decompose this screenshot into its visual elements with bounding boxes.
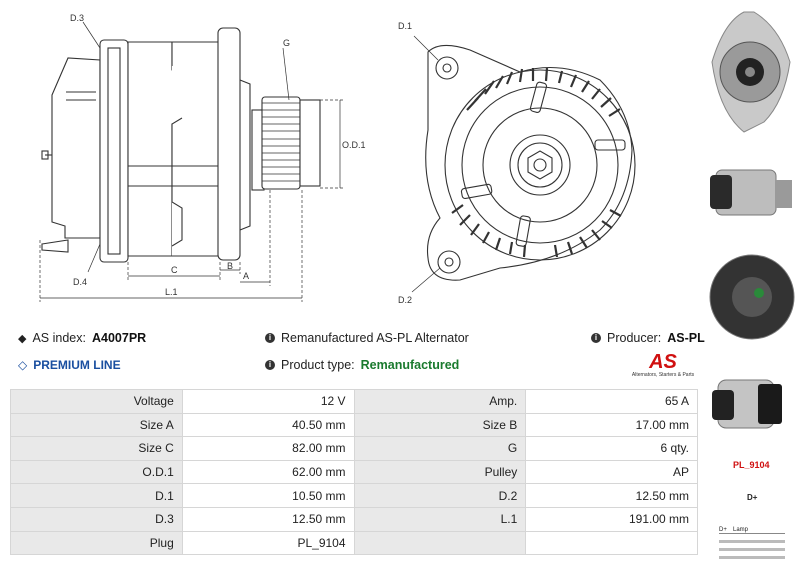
- as-pl-logo: AS Alternators, Starters & Parts: [628, 352, 698, 382]
- tag-icon: ◆: [18, 332, 27, 345]
- spec-value: 40.50 mm: [181, 412, 355, 438]
- front-view-drawing: [411, 35, 636, 293]
- spec-label: Amp.: [353, 389, 527, 414]
- plug-pin-lamp: Lamp: [733, 527, 749, 533]
- dimension-lines: [39, 21, 345, 302]
- spec-value: 12 V: [181, 389, 355, 414]
- spec-value: 6 qty.: [525, 436, 698, 461]
- info-icon: i: [265, 333, 275, 343]
- spec-label: Voltage: [10, 389, 183, 414]
- label-d4: D.4: [73, 277, 87, 287]
- logo-text: AS: [649, 351, 677, 373]
- spec-label: Plug: [10, 530, 183, 556]
- thumbnail-side-photo[interactable]: [704, 140, 800, 230]
- premium-line-row: ◇ PREMIUM LINE: [18, 358, 121, 372]
- spec-value: 65 A: [525, 389, 698, 414]
- as-index-value: A4007PR: [91, 331, 147, 345]
- label-od1: O.D.1: [342, 140, 366, 150]
- terminal-label: D+: [747, 493, 758, 502]
- spec-value: 191.00 mm: [525, 506, 698, 532]
- producer-value: AS-PL: [667, 331, 705, 345]
- table-row: D.3 12.50 mm L.1 191.00 mm: [10, 506, 698, 532]
- spec-value: AP: [525, 459, 698, 485]
- label-d2-front: D.2: [398, 295, 412, 305]
- thumbnail-rear-photo[interactable]: [704, 235, 800, 360]
- spec-label: O.D.1: [10, 459, 183, 485]
- product-type-row: i Product type: Remanufactured: [265, 358, 459, 372]
- specs-table: Voltage 12 V Amp. 65 A Size A 40.50 mm S…: [10, 389, 698, 556]
- spec-label: G: [353, 436, 527, 461]
- label-d3: D.3: [70, 13, 84, 23]
- info-icon: i: [265, 360, 275, 370]
- premium-line-label: PREMIUM LINE: [33, 358, 121, 372]
- label-c: C: [171, 265, 178, 275]
- spec-value: 10.50 mm: [181, 483, 355, 508]
- table-row: Voltage 12 V Amp. 65 A: [10, 389, 698, 414]
- table-row: Size C 82.00 mm G 6 qty.: [10, 436, 698, 461]
- as-index-label: AS index:: [32, 331, 86, 345]
- product-type-label: Product type:: [281, 358, 355, 372]
- table-row: O.D.1 62.00 mm Pulley AP: [10, 459, 698, 485]
- product-type-value: Remanufactured: [360, 358, 460, 372]
- spec-value: 12.50 mm: [181, 506, 355, 532]
- spec-value: [525, 530, 698, 556]
- spec-label: D.1: [10, 483, 183, 508]
- spec-label: Pulley: [353, 459, 527, 485]
- producer-row: i Producer: AS-PL: [591, 331, 705, 345]
- label-a: A: [243, 271, 249, 281]
- spec-label: D.3: [10, 506, 183, 532]
- table-row: D.1 10.50 mm D.2 12.50 mm: [10, 483, 698, 508]
- info-icon: i: [591, 333, 601, 343]
- description-row: i Remanufactured AS-PL Alternator: [265, 331, 469, 345]
- spec-label: Size C: [10, 436, 183, 461]
- thumbnail-front-photo[interactable]: [704, 2, 800, 140]
- table-row: Plug PL_9104: [10, 530, 698, 556]
- spec-label: Size A: [10, 412, 183, 438]
- plug-pin-d-plus: D+: [719, 527, 727, 533]
- plug-diagram: D+ Lamp: [719, 527, 785, 559]
- diamond-icon: ◇: [18, 358, 28, 372]
- spec-value: 82.00 mm: [181, 436, 355, 461]
- technical-drawing: D.3 G O.D.1 C B A L.1 D.4 D.1 D.2: [39, 13, 636, 305]
- spec-value: 62.00 mm: [181, 459, 355, 485]
- spec-label: L.1: [353, 506, 527, 532]
- product-description: Remanufactured AS-PL Alternator: [281, 331, 469, 345]
- spec-value: 12.50 mm: [525, 483, 698, 508]
- label-l1: L.1: [165, 287, 178, 297]
- side-view-drawing: [41, 27, 321, 263]
- logo-tagline: Alternators, Starters & Parts: [631, 372, 695, 378]
- spec-label: Size B: [353, 412, 527, 438]
- label-d1-front: D.1: [398, 21, 412, 31]
- label-g: G: [283, 38, 290, 48]
- producer-label: Producer:: [607, 331, 662, 345]
- table-row: Size A 40.50 mm Size B 17.00 mm: [10, 412, 698, 438]
- spec-value: 17.00 mm: [525, 412, 698, 438]
- spec-label: [353, 530, 527, 556]
- label-b: B: [227, 261, 233, 271]
- thumbnail-plug-photo[interactable]: [704, 360, 800, 455]
- as-index-row: ◆ AS index: A4007PR: [18, 331, 146, 345]
- plug-caption: PL_9104: [733, 460, 770, 470]
- spec-value: PL_9104: [181, 530, 355, 556]
- thumbnail-column: PL_9104 D+ D+ Lamp: [704, 0, 800, 571]
- spec-label: D.2: [353, 483, 527, 508]
